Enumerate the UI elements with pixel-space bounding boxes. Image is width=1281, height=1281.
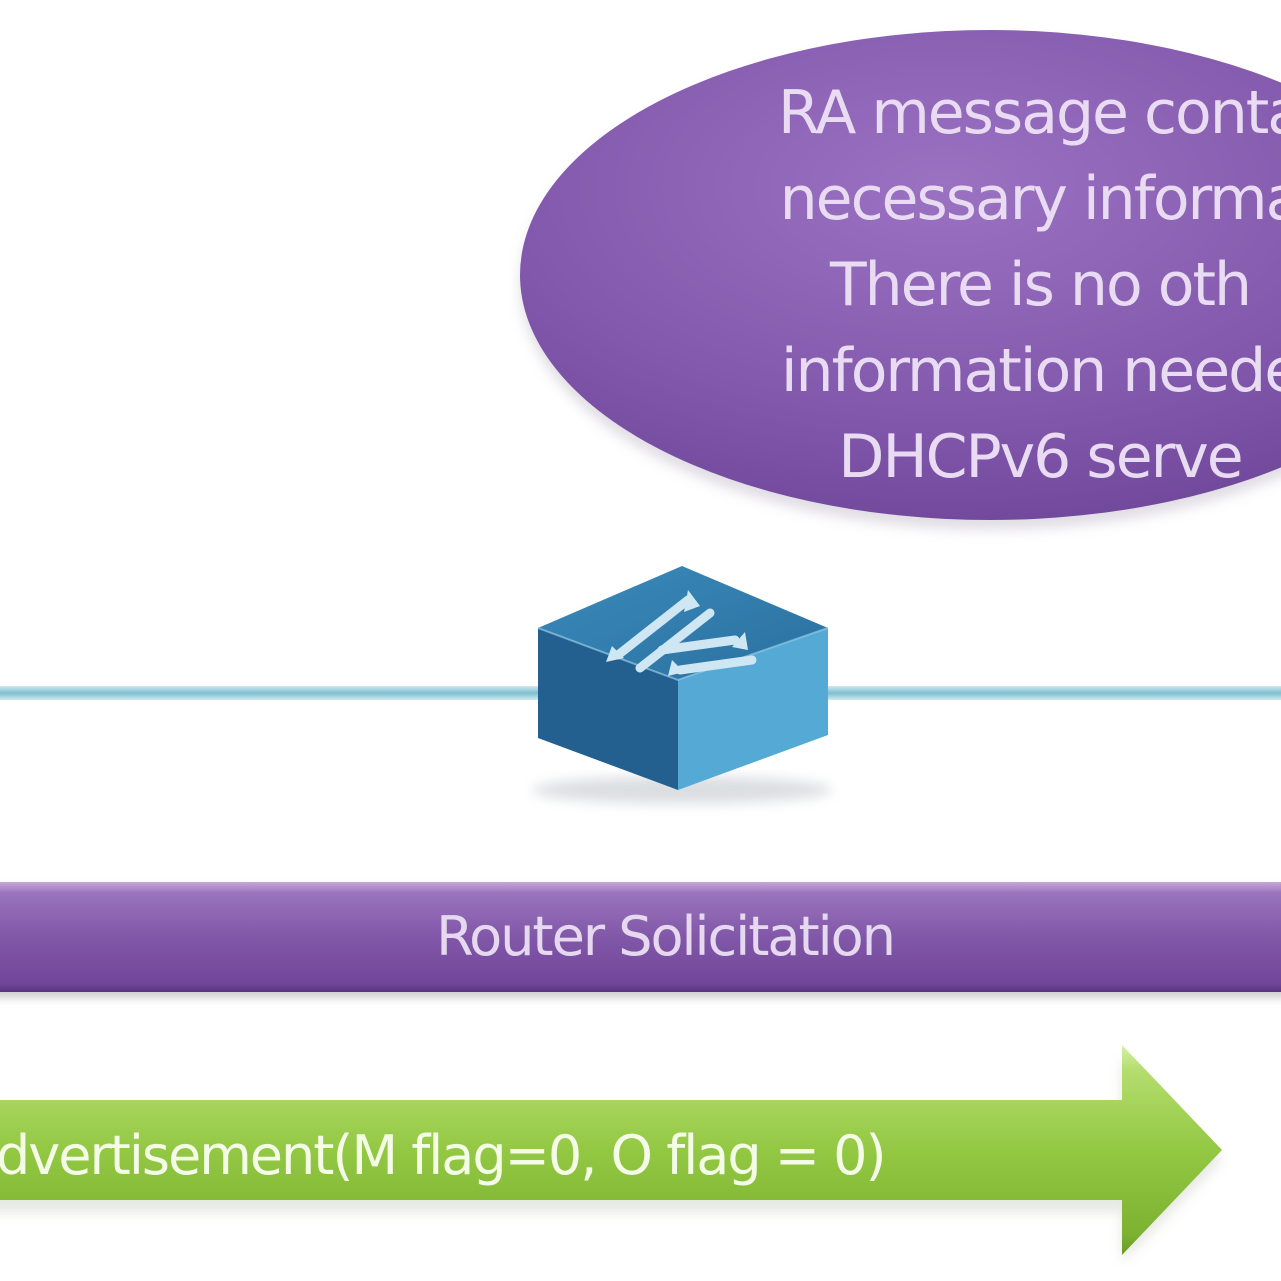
callout-line: There is no oth: [830, 250, 1252, 320]
callout-text: RA message conta necessary informa There…: [660, 70, 1281, 500]
router-advertisement-label: dvertisement(M flag=0, O flag = 0): [0, 1124, 887, 1187]
router-solicitation-label: Router Solicitation: [436, 905, 896, 968]
callout-line: RA message conta: [777, 78, 1281, 148]
router-advertisement-arrow: [0, 1045, 1222, 1262]
router-solicitation-bar: [0, 882, 1281, 992]
callout-ellipse: [520, 30, 1281, 520]
callout-line: necessary informa: [779, 164, 1281, 234]
callout-line: DHCPv6 serve: [838, 422, 1243, 492]
network-switch-icon: [532, 566, 832, 804]
callout-line: information neede: [780, 336, 1281, 406]
